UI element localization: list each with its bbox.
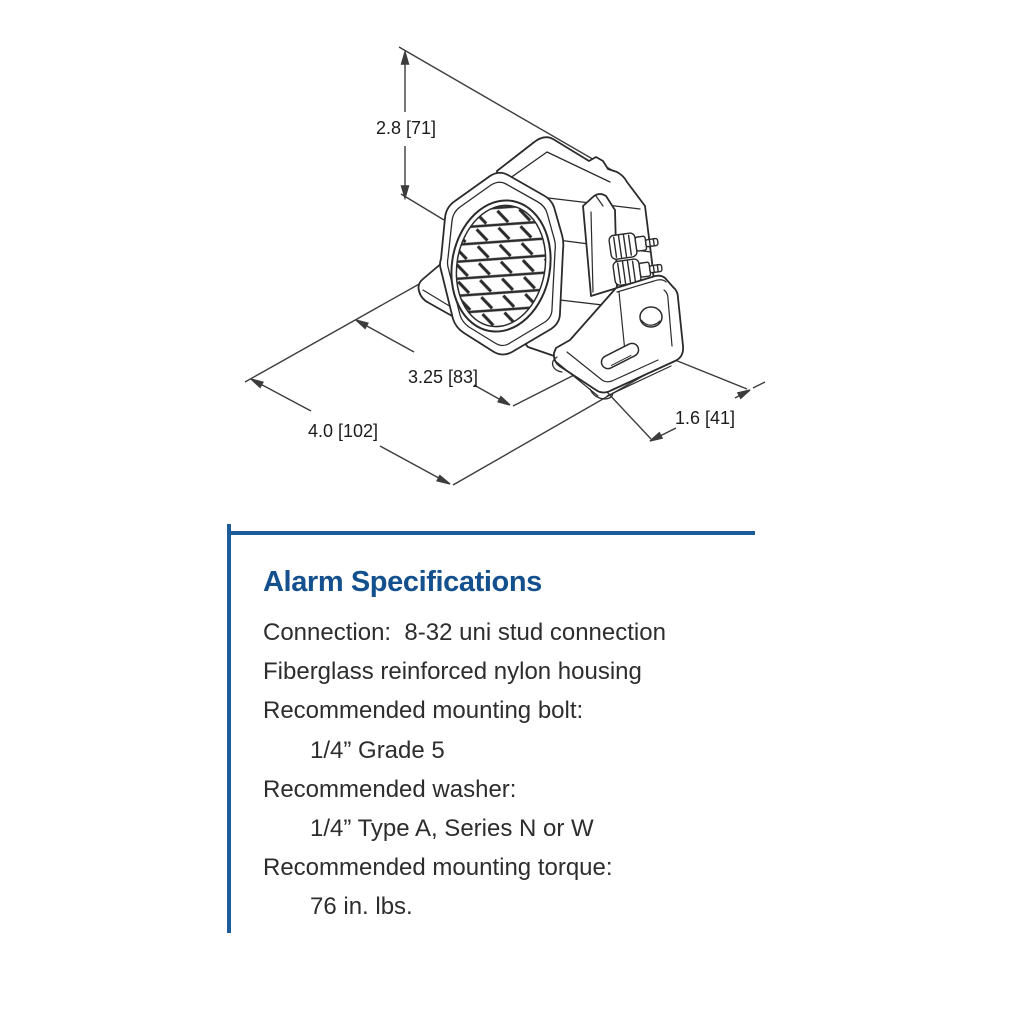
speaker-grille xyxy=(450,199,552,333)
spec-list: Connection: 8-32 uni stud connection Fib… xyxy=(263,613,733,927)
extension-line-16-over xyxy=(752,381,766,389)
spec-line-torque: Recommended mounting torque: xyxy=(263,854,613,882)
flange-hole xyxy=(639,306,663,328)
spec-section-title: Alarm Specifications xyxy=(263,566,542,598)
base-slot xyxy=(600,342,640,370)
extension-line-40-right xyxy=(452,363,665,486)
spec-line-torque-value: 76 in. lbs. xyxy=(310,893,413,921)
accent-horizontal-rule xyxy=(227,531,755,535)
spec-line-washer: Recommended washer: xyxy=(263,775,517,803)
dim-base-length-label: 4.0 [102] xyxy=(308,421,378,441)
spec-line-housing: Fiberglass reinforced nylon housing xyxy=(263,658,642,686)
extension-line-top xyxy=(398,46,623,177)
mounting-bracket xyxy=(551,274,684,400)
spec-line-mounting-bolt: Recommended mounting bolt: xyxy=(263,697,584,725)
extension-line-left xyxy=(244,282,422,383)
extension-line-325-right xyxy=(512,369,585,407)
terminal-stud-upper xyxy=(608,232,659,260)
accent-vertical-rule xyxy=(227,524,231,933)
spec-line-connection: Connection: 8-32 uni stud connection xyxy=(263,619,666,646)
terminal-stud-lower xyxy=(612,258,663,286)
grille-louvers xyxy=(455,204,547,328)
extension-line-bottom xyxy=(400,193,445,221)
dim-base-depth-label: 1.6 [41] xyxy=(675,408,735,428)
alarm-device xyxy=(417,136,684,400)
dim-grille-width-label: 3.25 [83] xyxy=(408,367,478,387)
dimension-lines xyxy=(244,46,766,486)
extension-line-16-a xyxy=(606,391,652,440)
spec-line-washer-value: 1/4” Type A, Series N or W xyxy=(310,815,594,843)
extension-line-16-b xyxy=(674,359,748,390)
spec-line-bolt-value: 1/4” Grade 5 xyxy=(310,736,445,764)
dim-height-label: 2.8 [71] xyxy=(376,118,436,138)
